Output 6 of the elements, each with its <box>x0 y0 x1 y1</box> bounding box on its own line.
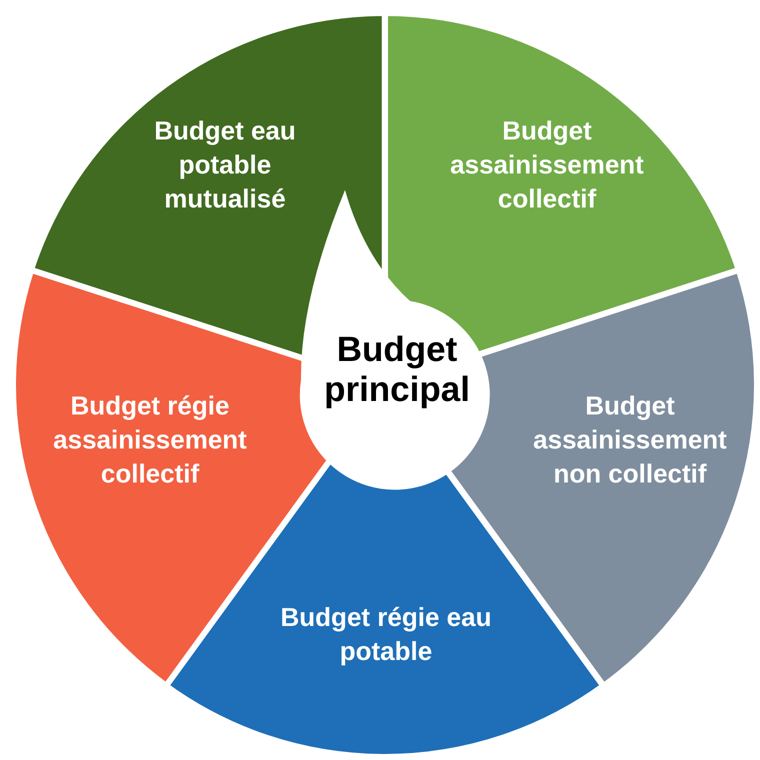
segment-label: Budget régie assainissement collectif <box>52 389 248 490</box>
segment-label: Budget régie eau potable <box>280 601 492 668</box>
segment-label: Budget eau potable mutualisé <box>153 114 297 215</box>
segment-label: Budget assainissement collectif <box>449 114 645 215</box>
center-label: Budget principal <box>323 330 471 410</box>
segment-label: Budget assainissement non collectif <box>532 389 728 490</box>
